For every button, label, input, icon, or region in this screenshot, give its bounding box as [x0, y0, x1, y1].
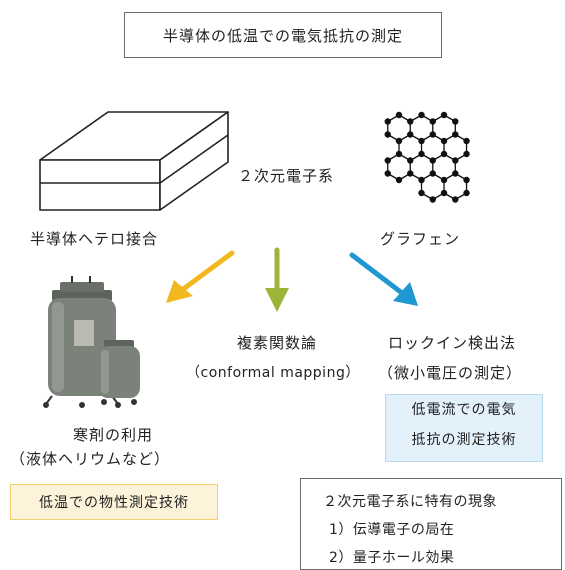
- graphene-atom: [440, 111, 448, 119]
- phenomena-box: ２次元電子系に特有の現象 1）伝導電子の局在 2）量子ホール効果: [300, 478, 562, 570]
- low-current-line2: 抵抗の測定技術: [411, 432, 517, 448]
- arrow-to-refrigerant: [166, 250, 235, 303]
- slab-side-face: [159, 111, 229, 211]
- graphene-atom: [395, 150, 403, 158]
- graphene-atom: [440, 176, 448, 184]
- complex-function-label: 複素関数論: [236, 334, 317, 352]
- slab-front-face: [39, 159, 161, 211]
- graphene-atom: [429, 170, 436, 177]
- slab-interface-line-side: [159, 134, 229, 184]
- graphene-atom: [429, 196, 436, 203]
- title-text: 半導体の低温での電気抵抗の測定: [162, 26, 403, 45]
- phenomena-item-quantum-hall: 2）量子ホール効果: [329, 550, 455, 566]
- title-box: 半導体の低温での電気抵抗の測定: [124, 12, 442, 58]
- phenomena-heading: ２次元電子系に特有の現象: [323, 494, 497, 510]
- lockin-subtitle-label: （微小電圧の測定）: [378, 364, 523, 382]
- graphene-atom: [452, 196, 459, 203]
- graphene-atom: [440, 189, 448, 197]
- graphene-atom: [418, 150, 425, 158]
- graphene-atom: [418, 111, 425, 119]
- heterojunction-slab-illustration: [39, 111, 229, 211]
- graphene-atom: [463, 176, 470, 184]
- graphene-atom: [407, 170, 414, 177]
- arrow-to-lockin: [349, 252, 418, 306]
- graphene-atom: [440, 150, 448, 158]
- graphene-atom: [429, 157, 436, 164]
- graphene-atom: [407, 157, 414, 164]
- refrigerant-label: 寒剤の利用: [72, 426, 153, 444]
- lockin-title-label: ロックイン検出法: [388, 334, 517, 352]
- graphene-atom: [452, 157, 459, 164]
- graphene-atom: [395, 137, 403, 145]
- graphene-atom: [429, 131, 436, 138]
- graphene-atom: [407, 118, 414, 125]
- low-temp-tech-box: 低温での物性測定技術: [10, 484, 218, 520]
- graphene-atom: [452, 118, 459, 125]
- graphene-atom: [463, 150, 470, 158]
- low-current-technique-box: 低電流での電気 抵抗の測定技術: [385, 394, 543, 462]
- graphene-atom: [418, 137, 425, 145]
- low-temp-tech-text: 低温での物性測定技術: [39, 495, 189, 511]
- graphene-atom: [418, 189, 425, 197]
- conformal-mapping-label: （conformal mapping）: [186, 365, 360, 381]
- graphene-atom: [407, 131, 414, 138]
- graphene-label: グラフェン: [380, 230, 461, 248]
- graphene-atom: [384, 131, 391, 138]
- helium-dewar-photo: [43, 276, 140, 408]
- graphene-atom: [463, 137, 470, 145]
- graphene-lattice-illustration: [384, 111, 470, 203]
- low-current-line1: 低電流での電気: [411, 402, 517, 418]
- phenomena-item-localization: 1）伝導電子の局在: [329, 522, 455, 538]
- two-d-electron-system-label: ２次元電子系: [238, 167, 335, 185]
- graphene-atom: [429, 118, 436, 125]
- heterojunction-label: 半導体ヘテロ接合: [30, 230, 159, 248]
- graphene-atom: [418, 176, 425, 184]
- graphene-atom: [463, 189, 470, 197]
- graphene-atom: [384, 170, 391, 177]
- graphene-atom: [384, 118, 391, 125]
- graphene-atom: [395, 111, 403, 119]
- graphene-atom: [395, 176, 403, 184]
- graphene-atom: [384, 157, 391, 164]
- arrow-to-complex-function: [265, 247, 289, 312]
- graphene-atom: [452, 131, 459, 138]
- graphene-atom: [452, 170, 459, 177]
- liquid-helium-label: （液体ヘリウムなど）: [10, 450, 171, 468]
- graphene-atom: [440, 137, 448, 145]
